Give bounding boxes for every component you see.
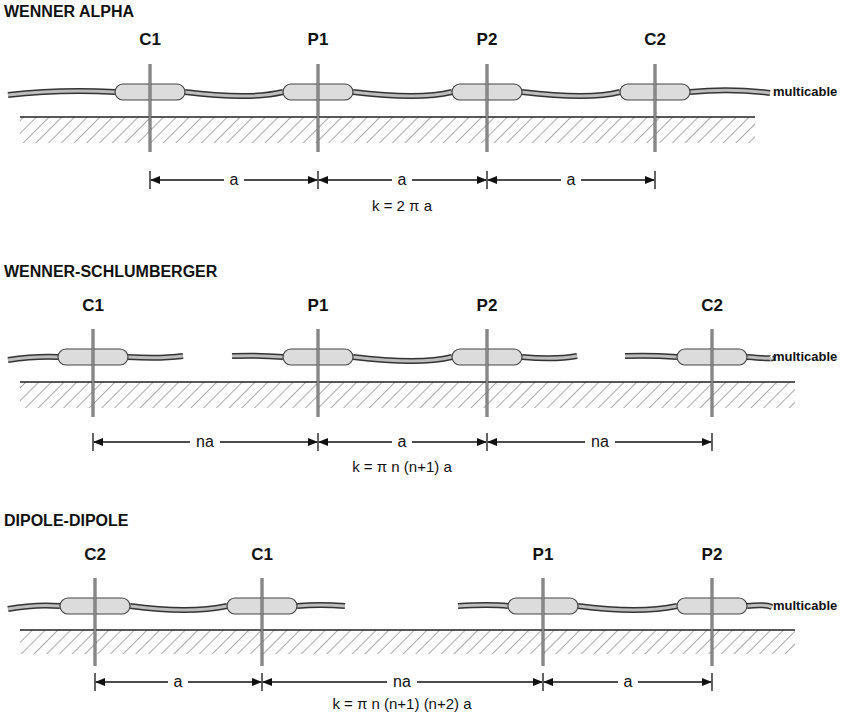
electrode-label: C1 — [251, 546, 273, 565]
electrode-label: P1 — [308, 297, 329, 316]
cable-label: multicable — [773, 599, 837, 613]
spacing-label: a — [224, 171, 245, 189]
cable-label: multicable — [773, 350, 837, 364]
spacing-label: na — [387, 673, 417, 691]
electrode-label: P1 — [533, 546, 554, 565]
electrode-label: P2 — [477, 297, 498, 316]
spacing-label: a — [392, 171, 413, 189]
dimension-lines — [95, 673, 712, 691]
array-title: WENNER-SCHLUMBERGER — [4, 263, 217, 281]
spacing-label: na — [190, 433, 220, 451]
geometric-factor: k = 2 π a — [372, 198, 432, 215]
electrode-label: P2 — [477, 31, 498, 50]
array-title: DIPOLE-DIPOLE — [4, 512, 128, 530]
electrodes — [60, 578, 747, 666]
spacing-label: na — [585, 433, 615, 451]
ground — [20, 117, 755, 143]
electrode-label: P1 — [308, 31, 329, 50]
electrode-label: C1 — [139, 31, 161, 50]
geometric-factor: k = π n (n+1) a — [352, 459, 452, 476]
dimension-lines — [150, 171, 655, 189]
array-title: WENNER ALPHA — [4, 3, 134, 21]
geometric-factor: k = π n (n+1) (n+2) a — [332, 696, 471, 713]
ground — [20, 630, 795, 654]
cable-label: multicable — [773, 85, 837, 99]
spacing-label: a — [392, 433, 413, 451]
electrode-label: C1 — [82, 297, 104, 316]
dimension-lines — [93, 433, 712, 451]
electrode-label: C2 — [644, 31, 666, 50]
electrodes — [58, 329, 747, 417]
electrode-label: C2 — [701, 297, 723, 316]
ground — [20, 382, 795, 408]
spacing-label: a — [561, 171, 582, 189]
electrode-label: C2 — [84, 546, 106, 565]
electrode-label: P2 — [702, 546, 723, 565]
electrodes — [115, 64, 690, 152]
spacing-label: a — [618, 673, 639, 691]
spacing-label: a — [168, 673, 189, 691]
